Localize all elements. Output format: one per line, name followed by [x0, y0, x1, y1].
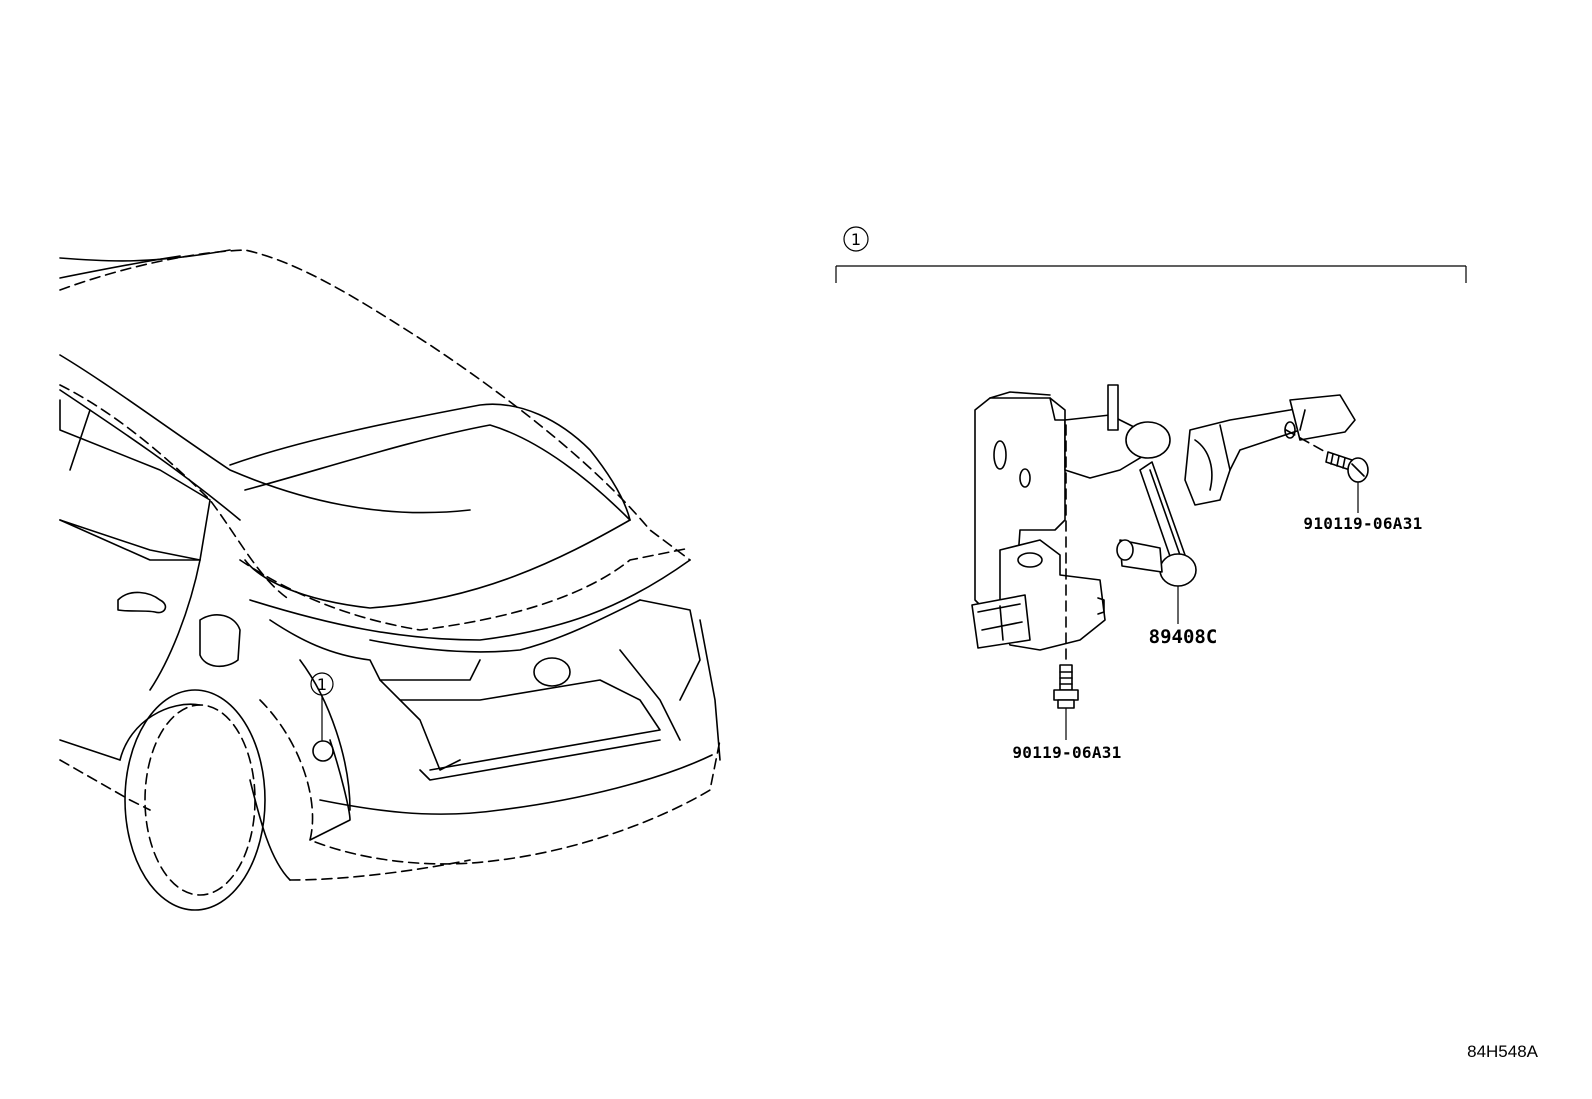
- part-number-910119-06a31: 910119-06A31: [1303, 514, 1422, 533]
- car-callout-number: 1: [317, 675, 327, 694]
- part-labels: 910119-06A31 89408C 90119-06A31: [1012, 482, 1422, 762]
- drawing-reference-id: 84H548A: [1467, 1042, 1539, 1061]
- part-number-89408c: 89408C: [1149, 626, 1218, 648]
- assembly-group-bracket: 1: [835, 226, 1467, 283]
- height-sensor-assembly: [971, 384, 1369, 709]
- assembly-callout-number: 1: [851, 230, 861, 249]
- car-rear-illustration: [59, 249, 721, 911]
- car-callout-1: 1: [310, 672, 334, 741]
- part-number-90119-06a31: 90119-06A31: [1012, 743, 1121, 762]
